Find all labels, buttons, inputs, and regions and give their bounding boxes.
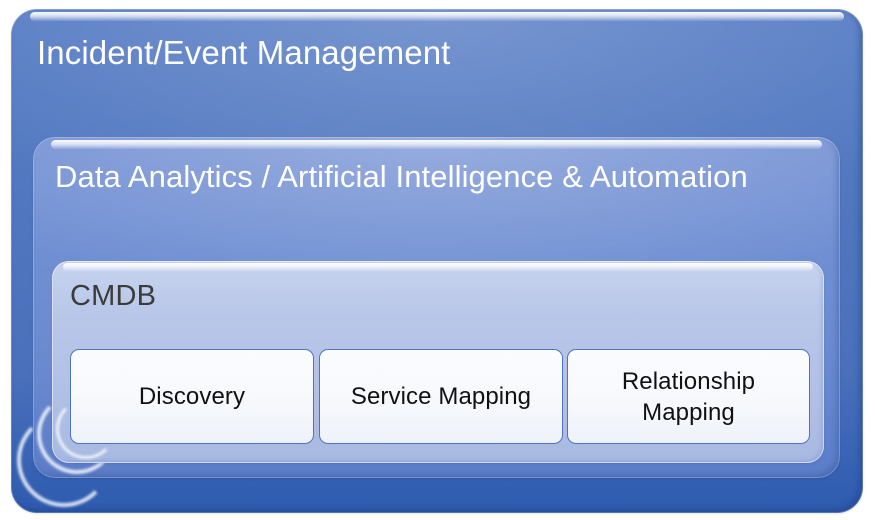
- cmdb-component-label-line-2: Mapping: [642, 398, 735, 426]
- cmdb-panel-top-gloss: [62, 263, 814, 271]
- cmdb-component-relationship-mapping[interactable]: Relationship Mapping: [567, 349, 810, 444]
- cmdb-component-label-relationship-mapping: Relationship Mapping: [622, 366, 755, 428]
- cmdb-component-label-line-1: Relationship: [621, 367, 756, 395]
- cmdb-component-label-discovery: Discovery: [138, 382, 246, 410]
- layer-label-data-analytics-ai-automation: Data Analytics / Artificial Intelligence…: [55, 159, 748, 194]
- cmdb-component-discovery[interactable]: Discovery: [70, 349, 314, 444]
- middle-panel-top-gloss: [50, 140, 823, 149]
- cmdb-component-service-mapping[interactable]: Service Mapping: [319, 349, 563, 444]
- layer-label-cmdb: CMDB: [70, 280, 157, 312]
- layer-label-incident-event-management: Incident/Event Management: [37, 34, 451, 71]
- cmdb-component-label-service-mapping: Service Mapping: [350, 382, 532, 410]
- outer-panel-top-gloss: [29, 12, 845, 21]
